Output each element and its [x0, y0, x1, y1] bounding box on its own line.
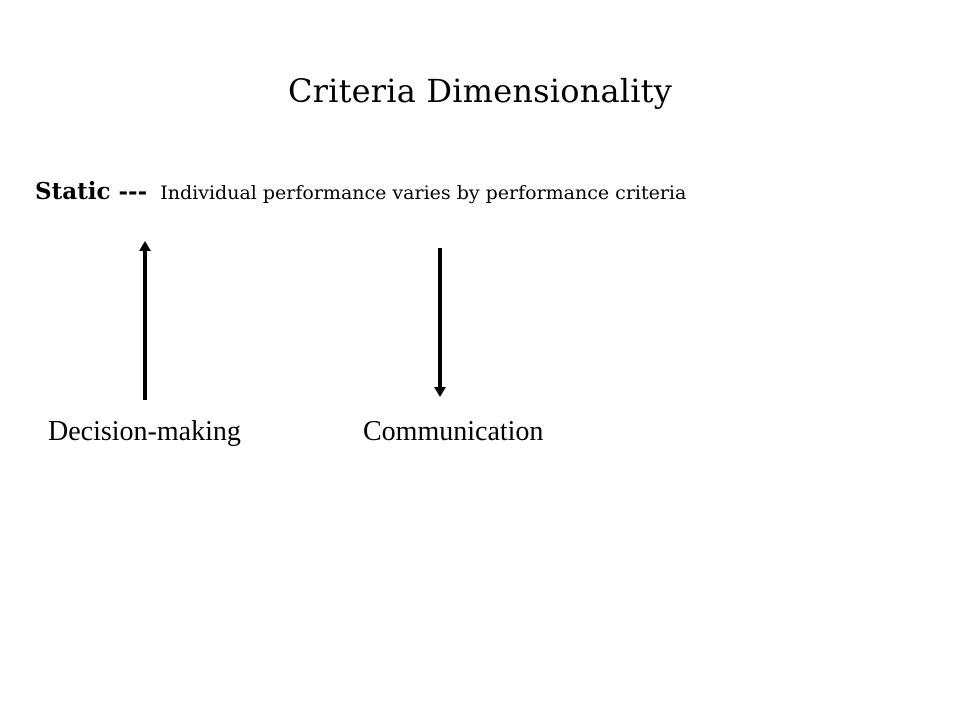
static-statement: Static --- Individual performance varies…	[35, 178, 686, 205]
diagram-title: Criteria Dimensionality	[288, 72, 672, 110]
node-label-decision-making: Decision-making	[48, 416, 241, 447]
static-label: Static ---	[35, 178, 148, 205]
static-description: Individual performance varies by perform…	[160, 182, 687, 204]
node-label-communication: Communication	[363, 416, 544, 447]
